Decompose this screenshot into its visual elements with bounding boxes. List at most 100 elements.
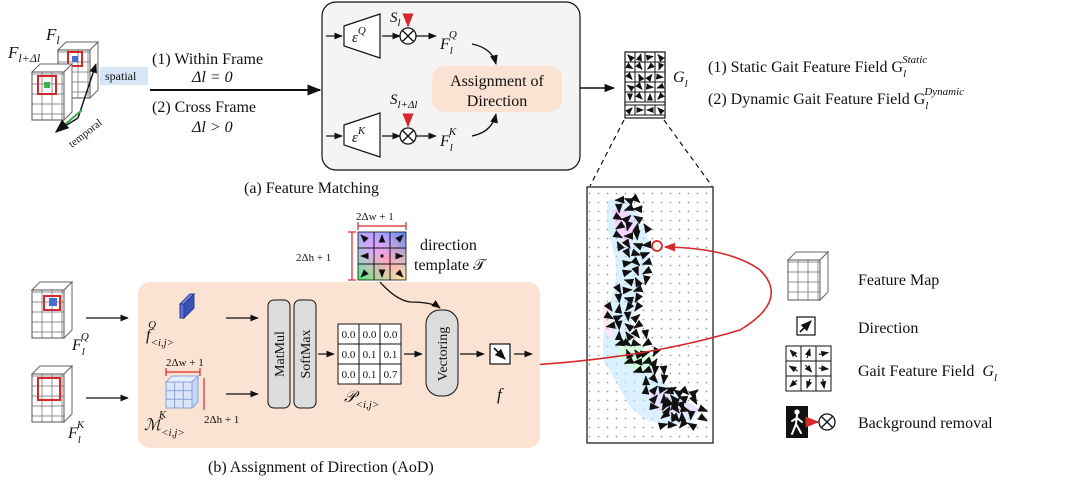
mk-height-label: 2Δh + 1 [204, 414, 239, 426]
legend-grid-arrow [806, 378, 813, 389]
field-arrow [679, 385, 690, 396]
feature-ldl-label: Fl+Δl [7, 43, 41, 65]
field-arrow [639, 350, 651, 359]
field-arrow [665, 396, 674, 408]
field-arrow [678, 411, 687, 422]
gl-grid-frame [624, 51, 666, 119]
field-arrow [642, 337, 653, 347]
field-arrow [662, 405, 671, 417]
cross-frame-label: (2) Cross Frame [152, 99, 256, 116]
field-arrow [632, 230, 641, 241]
matrix-value: 0.1 [384, 349, 398, 361]
field-arrow [631, 265, 639, 277]
vectoring-label: Vectoring [436, 327, 451, 381]
field-arrow [630, 313, 641, 324]
gl-grid-arrow [626, 84, 635, 92]
legend-feature-map-icon [786, 250, 830, 302]
within-frame-label: (1) Within Frame [152, 51, 263, 68]
aod-section: FlQ FlK f<i,j>Q [30, 211, 540, 476]
gl-grid-arrow [635, 82, 643, 91]
cross-frame-cond: Δl > 0 [191, 119, 233, 136]
field-arrow [621, 238, 631, 249]
field-arrow [687, 422, 698, 432]
softmax-box [293, 299, 317, 409]
field-arrow [670, 397, 681, 408]
gl-grid-arrow [657, 92, 665, 100]
vectoring-box [425, 309, 459, 397]
legend-background-removal-label: Background removal [858, 415, 993, 432]
matmul-box [267, 299, 291, 409]
field-arrow [633, 215, 644, 225]
gl-grid-arrow [645, 73, 653, 82]
multiply-icon-bottom [399, 127, 417, 145]
gl-grid-arrow [635, 62, 643, 70]
multiply-icon-top [399, 27, 417, 45]
gl-grid-arrow [627, 54, 635, 62]
field-arrow [625, 301, 635, 312]
fq-to-aod-arrow [471, 43, 498, 65]
field-arrow [622, 260, 633, 268]
field-arrow [641, 365, 653, 373]
field-arrow [623, 198, 635, 206]
template-to-vectoring-arrow [379, 281, 441, 309]
field-arrow [622, 286, 633, 295]
field-arrow [641, 240, 652, 249]
field-arrow [659, 365, 668, 376]
matrix-value: 0.0 [342, 369, 356, 381]
spatial-tag [100, 67, 148, 85]
field-arrow [614, 303, 623, 314]
field-arrow [623, 356, 635, 365]
legend-feature-map-label: Feature Map [858, 272, 939, 289]
matrix-value: 0.7 [384, 369, 398, 381]
encoder-k-label: εK [352, 125, 366, 146]
field-arrow [643, 275, 651, 286]
gl-grid-arrow [656, 82, 665, 89]
field-arrow [613, 283, 622, 295]
mask-l-label: Sl [390, 10, 401, 29]
gl-grid-arrow [645, 54, 654, 61]
fq-label: FlQ [439, 29, 457, 57]
legend-gait-field-icon [785, 345, 832, 392]
field-arrow [623, 278, 635, 287]
direction-output-icon [489, 343, 511, 365]
zoom-line-left [589, 119, 625, 187]
fq-token [178, 292, 196, 320]
within-frame-cond: Δl = 0 [191, 69, 233, 86]
field-arrow [612, 230, 624, 239]
field-arrow [614, 338, 626, 347]
matrix-value: 0.0 [384, 329, 398, 341]
m-ij-label: ℳ<i,j>K [144, 409, 185, 439]
field-arrow [621, 337, 632, 347]
matrix-value: 0.0 [342, 349, 356, 361]
highlight-circle [651, 240, 663, 252]
gl-grid-arrow [625, 107, 633, 115]
matmul-label: MatMul [273, 331, 288, 377]
feature-matching-caption: (a) Feature Matching [244, 180, 379, 197]
field-arrow [673, 389, 684, 399]
legend-grid-arrow [820, 378, 827, 390]
legend-background-removal-icon [786, 406, 836, 438]
legend-grid-arrow [788, 365, 798, 373]
field-arrow [623, 311, 632, 322]
gl-grid-arrow [625, 72, 633, 80]
field-arrow [639, 252, 651, 260]
temporal-axis [54, 109, 83, 133]
field-arrow [630, 338, 642, 347]
gait-field-visualization [586, 186, 714, 444]
mk-cube [164, 374, 200, 410]
field-arrow [632, 243, 644, 251]
legend-grid-arrow [789, 349, 798, 358]
field-arrow [648, 385, 658, 396]
field-arrow [621, 214, 632, 225]
field-arrow [651, 365, 660, 376]
feature-l-label: Fl [45, 25, 60, 47]
field-arrow [623, 296, 635, 305]
field-arrow [630, 328, 641, 339]
f-ij-label: f<i,j>Q [146, 319, 174, 349]
field-arrow [634, 301, 644, 312]
legend-grid-arrow [818, 350, 829, 357]
encoder-k [343, 112, 381, 158]
softmax-label: SoftMax [299, 330, 314, 379]
field-arrow [697, 412, 708, 422]
